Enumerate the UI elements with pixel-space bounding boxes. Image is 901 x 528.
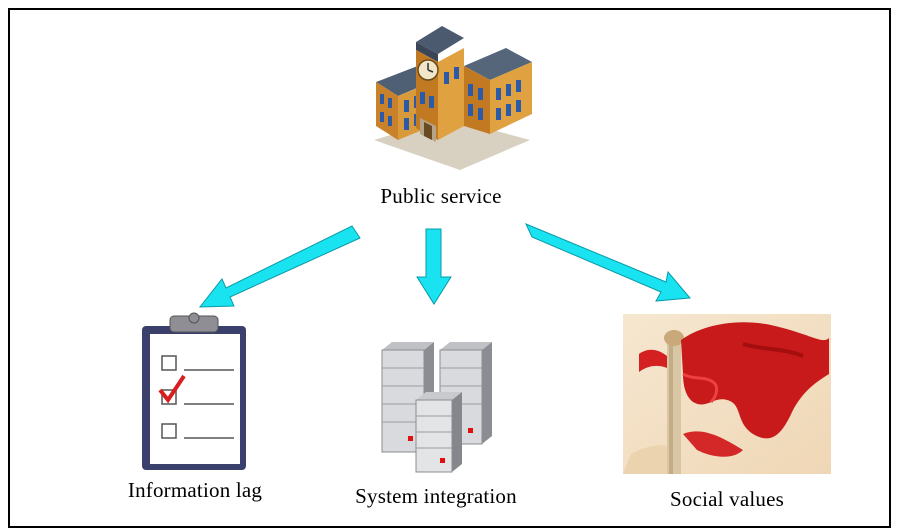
clipboard-checklist-icon [136, 312, 254, 474]
child-label-system-integration: System integration [355, 484, 517, 508]
child-label-social-values: Social values [670, 487, 784, 511]
arrows-layer [198, 223, 692, 308]
arrow-middle [416, 228, 452, 305]
root-label: Public service [380, 184, 502, 208]
red-flag-monument-icon [623, 314, 831, 474]
arrow-left [198, 225, 361, 308]
arrow-right [525, 223, 692, 302]
child-label-information-lag: Information lag [127, 478, 263, 502]
server-cluster-icon [378, 340, 496, 474]
public-building-icon [368, 22, 536, 174]
